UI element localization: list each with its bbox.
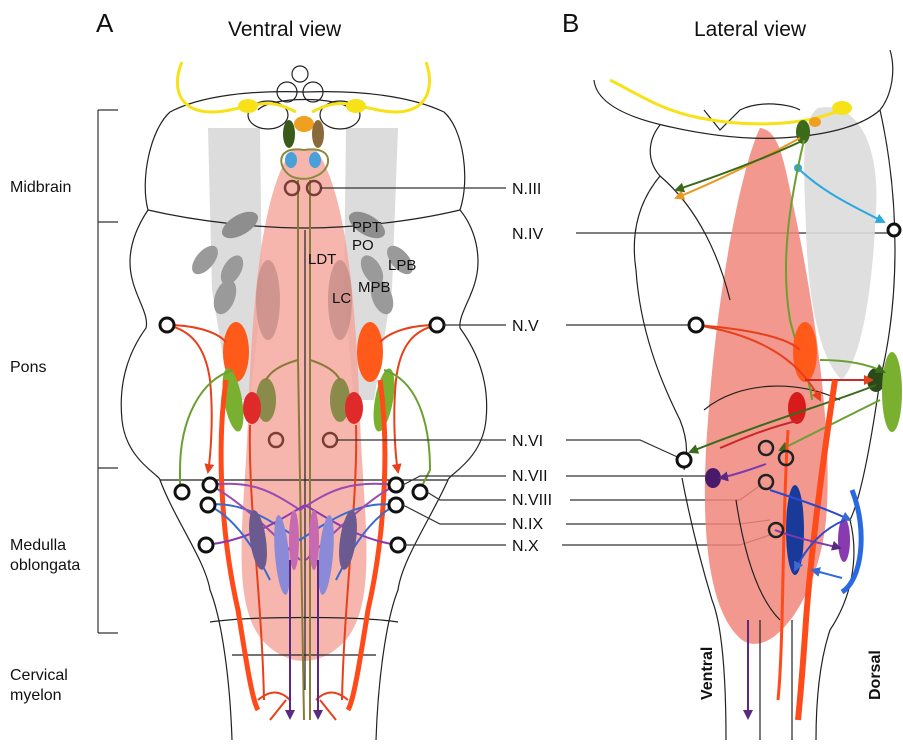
oculomotor-tract-b [610, 80, 840, 124]
label-n4: N.IV [512, 226, 543, 243]
oculomotor-tract-a [177, 62, 429, 112]
label-ppt: PPT [352, 219, 381, 236]
label-ventral: Ventral [699, 647, 716, 700]
label-n5: N.V [512, 318, 539, 335]
dark-green-nucleus-left [283, 120, 295, 148]
label-n9: N.IX [512, 516, 543, 533]
red-nucleus-left [243, 392, 261, 424]
red-nucleus-b [788, 392, 806, 424]
brown-nucleus-right [312, 120, 324, 148]
purple-nucleus-b [705, 468, 721, 488]
panel-b-title: Lateral view [694, 18, 807, 41]
yellow-nucleus-left [238, 99, 258, 113]
yellow-nucleus-right [346, 99, 366, 113]
label-lc: LC [332, 290, 351, 307]
label-po: PO [352, 237, 374, 254]
panel-b-letter: B [562, 8, 579, 38]
label-n6: N.VI [512, 433, 543, 450]
label-cervical-2: myelon [10, 687, 62, 704]
label-pons: Pons [10, 359, 46, 376]
label-midbrain: Midbrain [10, 179, 71, 196]
label-medulla-2: oblongata [10, 557, 80, 574]
label-medulla-1: Medulla [10, 537, 66, 554]
label-n3: N.III [512, 181, 541, 198]
orange-nucleus-b [809, 117, 821, 127]
panel-a: A Ventral view [10, 8, 487, 740]
red-nucleus-right [345, 392, 363, 424]
panel-b: B Lateral view [562, 8, 902, 740]
blue-nucleus-right [309, 152, 321, 168]
label-ldt: LDT [308, 251, 336, 268]
violet-nucleus-b [838, 518, 850, 562]
label-mpb: MPB [358, 279, 391, 296]
yellow-nucleus-b [832, 101, 852, 115]
motor-nucleus-v-right [357, 322, 383, 382]
region-bracket [98, 110, 118, 633]
panel-a-letter: A [96, 8, 114, 38]
blue-nucleus-left [285, 152, 297, 168]
label-cervical-1: Cervical [10, 667, 68, 684]
motor-nucleus-v-b [793, 322, 817, 382]
label-n8: N.VIII [512, 492, 552, 509]
label-dorsal: Dorsal [867, 650, 884, 700]
panel-a-title: Ventral view [228, 18, 342, 41]
green-nucleus-b [882, 352, 902, 432]
label-n10: N.X [512, 538, 539, 555]
label-lpb: LPB [388, 257, 416, 274]
orange-nucleus-a [294, 116, 314, 132]
brainstem-top-a [170, 92, 444, 112]
label-n7: N.VII [512, 468, 548, 485]
